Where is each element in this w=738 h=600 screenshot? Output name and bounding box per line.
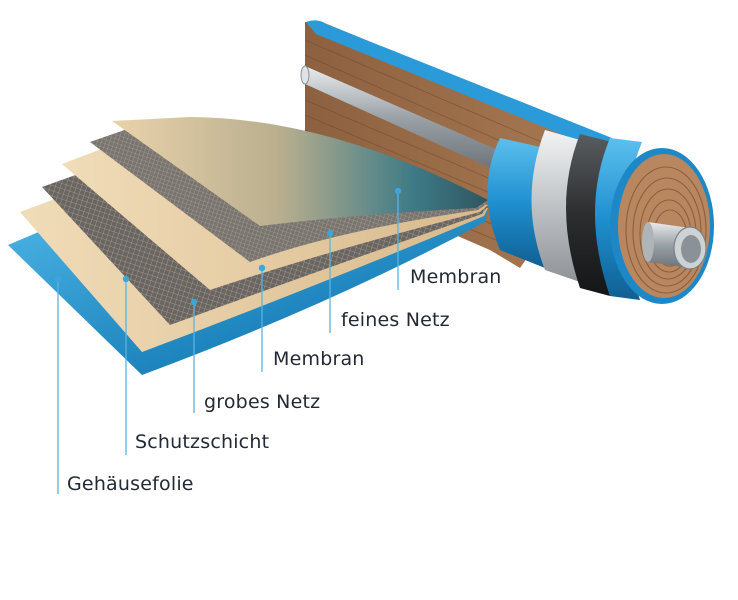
leader-dot <box>54 275 62 283</box>
leader-dot <box>394 187 402 195</box>
leader-dot <box>122 275 130 283</box>
leader-lines <box>57 191 399 494</box>
leader-dots <box>54 187 402 306</box>
label-membran-top: Membran <box>410 266 502 288</box>
label-membran: Membran <box>273 348 365 370</box>
label-gehaeusefolie: Gehäusefolie <box>67 473 194 495</box>
label-schutzschicht: Schutzschicht <box>135 431 270 453</box>
module-roll <box>300 20 714 304</box>
layer-sheets <box>8 117 488 375</box>
label-grobes-netz: grobes Netz <box>204 391 321 413</box>
leader-dot <box>258 264 266 272</box>
leader-dot <box>326 229 334 237</box>
leader-dot <box>190 298 198 306</box>
label-feines-netz: feines Netz <box>341 309 450 331</box>
